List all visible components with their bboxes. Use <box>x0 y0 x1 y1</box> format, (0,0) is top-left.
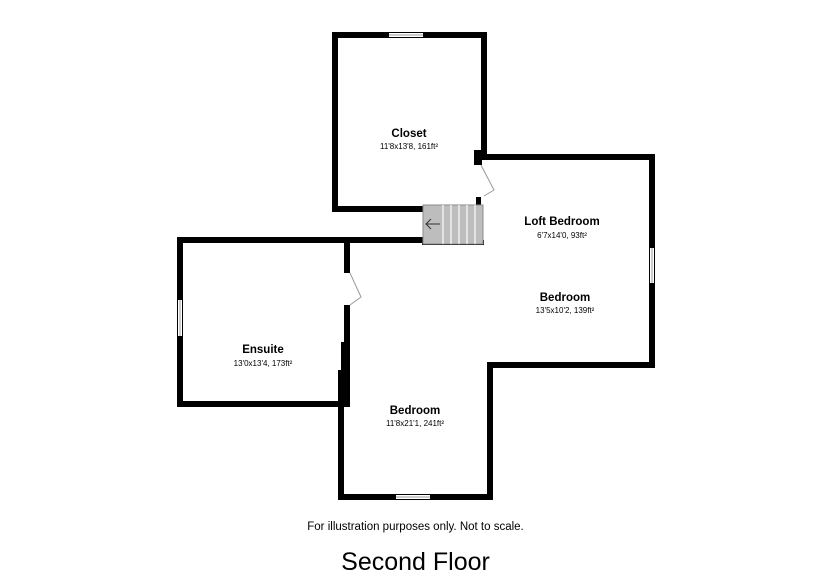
ensuite-door-swing <box>349 272 362 306</box>
doors <box>349 164 495 306</box>
window-closet-top-inner <box>389 34 423 36</box>
window-bedroom-south-bottom-inner <box>396 496 430 498</box>
closet-door-jamb <box>474 150 482 165</box>
floor-plan: Closet 11'8x13'8, 161ft² Loft Bedroom 6'… <box>177 32 655 500</box>
room-dims-loft-bedroom: 6'7x14'0, 93ft² <box>537 231 587 240</box>
floor-title: Second Floor <box>341 548 490 576</box>
closet-door-swing <box>480 164 495 197</box>
room-dims-closet: 11'8x13'8, 161ft² <box>380 142 438 151</box>
loft-wall-top <box>481 154 655 160</box>
ensuite-wall-right-lower <box>344 305 350 407</box>
window-loft-right-inner <box>651 248 653 283</box>
stair-post <box>476 197 481 205</box>
ensuite-wall-bottom <box>177 401 346 407</box>
bedroom-south-wall-left <box>338 370 344 500</box>
window-ensuite-left-inner <box>179 300 181 336</box>
closet-wall-left <box>332 32 338 212</box>
ensuite-wall-top <box>177 237 424 243</box>
bedroom-south-wall-right <box>487 362 493 500</box>
closet-wall-right <box>481 32 487 154</box>
room-name-bedroom-south: Bedroom <box>390 405 440 417</box>
closet-wall-bottom <box>332 206 424 212</box>
room-name-bedroom-east: Bedroom <box>540 292 590 304</box>
disclaimer-text: For illustration purposes only. Not to s… <box>307 521 524 533</box>
room-labels: Closet 11'8x13'8, 161ft² Loft Bedroom 6'… <box>234 128 600 428</box>
windows <box>178 33 654 499</box>
ensuite-wall-right-upper <box>344 243 350 273</box>
walls <box>177 32 655 500</box>
room-dims-ensuite: 13'0x13'4, 173ft² <box>234 359 293 368</box>
stair-arrow-icon <box>425 218 440 230</box>
room-name-closet: Closet <box>391 128 426 140</box>
room-name-ensuite: Ensuite <box>242 344 284 356</box>
ensuite-door-jamb <box>341 342 346 374</box>
room-dims-bedroom-south: 11'8x21'1, 241ft² <box>386 419 444 428</box>
stairs <box>422 204 484 245</box>
room-dims-bedroom-east: 13'5x10'2, 139ft² <box>536 306 595 315</box>
room-name-loft-bedroom: Loft Bedroom <box>524 216 599 228</box>
loft-wall-bottom <box>487 362 655 368</box>
